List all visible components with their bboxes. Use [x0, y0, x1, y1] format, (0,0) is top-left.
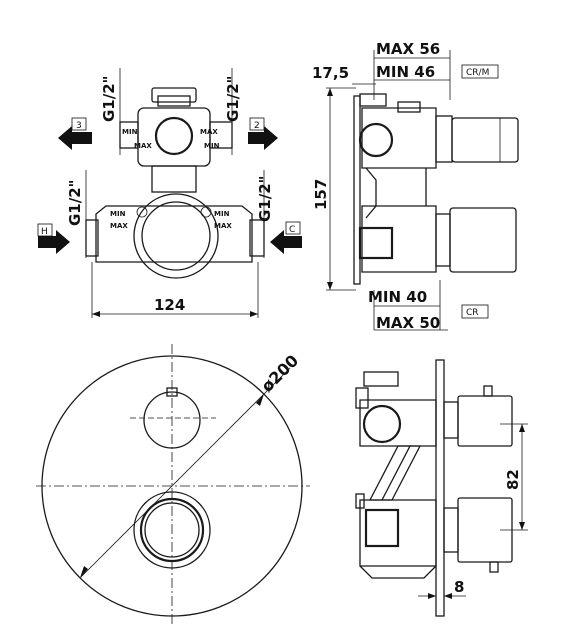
port-label-top-right: G1/2" [224, 76, 242, 122]
arrow-h-label: H [41, 227, 48, 237]
cr-label: CR [466, 308, 479, 318]
height-dimension: 157 [312, 179, 330, 210]
port-label-bottom-left: G1/2" [66, 180, 84, 226]
arrow-2-label: 2 [254, 121, 260, 131]
min-bottom-dimension: MIN 40 [368, 288, 427, 306]
flow-arrow-2: 2 [248, 117, 278, 150]
port-label-bottom-right: G1/2" [256, 176, 274, 222]
lower-right-max-label: MAX [214, 222, 232, 230]
offset-dimension: 17,5 [312, 64, 349, 82]
max-bottom-dimension: MAX 50 [376, 314, 440, 332]
arrow-3-label: 3 [76, 121, 82, 131]
plate-dimension: 8 [454, 578, 464, 596]
upper-right-max-label: MAX [200, 128, 218, 136]
port-label-top-left: G1/2" [100, 76, 118, 122]
lower-left-min-label: MIN [110, 210, 126, 218]
flow-arrow-3: 3 [58, 117, 92, 150]
upper-left-min-label: MIN [122, 128, 138, 136]
crm-label: CR/M [466, 68, 489, 78]
max-top-dimension: MAX 56 [376, 40, 440, 58]
diameter-dimension: ø200 [257, 351, 302, 396]
width-dimension: 124 [154, 296, 185, 314]
min-top-dimension: MIN 46 [376, 63, 435, 81]
flow-arrow-h: H [37, 223, 70, 254]
lower-left-max-label: MAX [110, 222, 128, 230]
side-installed-view: 82 8 [355, 359, 528, 617]
lower-right-min-label: MIN [214, 210, 230, 218]
side-body-view: MAX 56 MIN 46 17,5 CR/M 157 [312, 40, 519, 332]
upper-left-max-label: MAX [134, 142, 152, 150]
spacing-dimension: 82 [504, 469, 522, 490]
arrow-c-label: C [289, 225, 295, 235]
upper-right-min-label: MIN [204, 142, 220, 150]
flow-arrow-c: C [270, 221, 302, 254]
front-plate-view: ø200 [36, 344, 310, 626]
front-body-view: MIN MAX MAX MIN MIN MAX MIN MAX 124 G1/2… [37, 68, 302, 318]
